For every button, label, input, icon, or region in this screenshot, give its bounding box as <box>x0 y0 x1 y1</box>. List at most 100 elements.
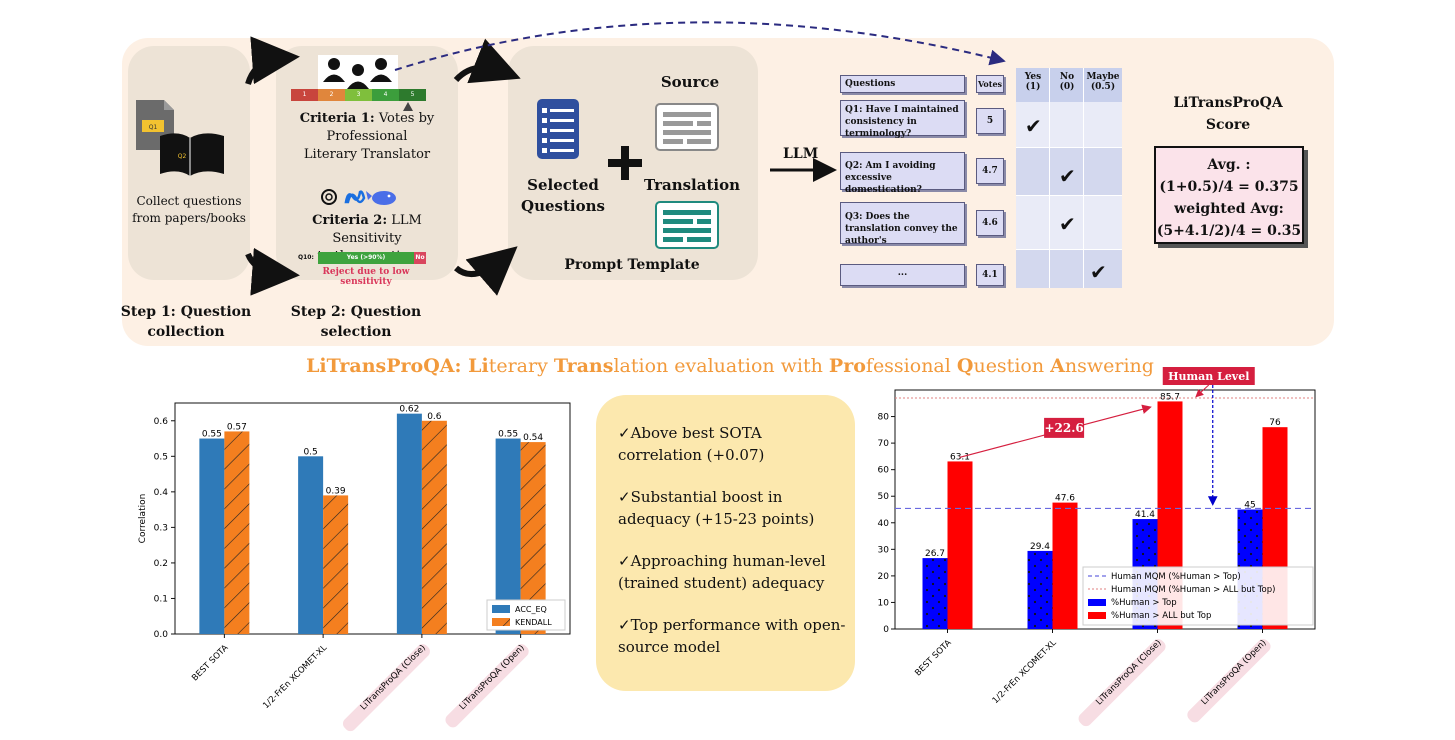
question-row-4: ... <box>840 264 965 286</box>
answer-row-2 <box>1016 148 1122 196</box>
gain-badge-text: +22.6 <box>1044 421 1083 435</box>
human-level-badge <box>1162 367 1255 385</box>
votes-row-4: 4.1 <box>976 264 1004 286</box>
scale-5: 5 <box>399 89 426 101</box>
check-row1-yes-icon: ✔ <box>1025 114 1042 138</box>
legend-swatch-kendall <box>492 618 510 626</box>
answer-row-4 <box>1016 250 1122 288</box>
bar-value-label: 41.4 <box>1135 510 1155 520</box>
answer-col-divider-2 <box>1083 68 1084 288</box>
bar-kendall <box>323 495 349 634</box>
legend-label-mqm-top: Human MQM (%Human > Top) <box>1111 572 1241 582</box>
answer-row-3 <box>1016 196 1122 250</box>
y-tick-label: 80 <box>878 413 890 423</box>
plus-icon <box>608 146 642 184</box>
check-row3-no-icon: ✔ <box>1059 212 1076 236</box>
flow-arrows <box>245 21 1006 296</box>
selected-questions-label: Selected Questions <box>521 176 605 215</box>
legend-box <box>1082 566 1314 626</box>
translation-doc-icon <box>655 201 719 253</box>
scale-2: 2 <box>318 89 345 101</box>
arrow-step1-to-step2-bottom <box>245 247 300 296</box>
check-row4-maybe-icon: ✔ <box>1090 260 1107 284</box>
arrow-step2-to-prompt-bottom <box>454 246 518 296</box>
q10-sensitivity: Q10: Yes (>90%) No <box>298 252 428 264</box>
bar-value-label: 45 <box>1244 501 1255 511</box>
votes-header: Votes <box>976 75 1004 93</box>
answer-col-yes-header: Yes(1) <box>1016 68 1050 102</box>
x-tick-label: BEST SOTA <box>190 643 230 683</box>
y-tick-label: 0.2 <box>154 559 168 569</box>
y-axis-label: Adequacy <box>870 487 871 532</box>
bar-value-label: 76 <box>1269 418 1281 428</box>
y-tick-label: 0 <box>883 625 889 635</box>
question-row-3: Q3: Does the translation convey the auth… <box>840 202 965 246</box>
source-label: Source <box>660 73 720 91</box>
x-tick-label: 1/2-FrEn XCOMET-XL <box>991 638 1059 706</box>
human-level-text: Human Level <box>1168 370 1249 383</box>
bar-kendall <box>421 420 447 634</box>
score-title: LiTransProQA Score <box>1173 95 1283 133</box>
question-list-icon <box>536 98 580 164</box>
findings-box <box>596 395 855 691</box>
vote-pointer-icon <box>403 97 413 116</box>
question-row-1: Q1: Have I maintained consistency in ter… <box>840 100 965 139</box>
scale-4: 4 <box>372 89 399 101</box>
votes-row-2: 4.7 <box>976 158 1004 184</box>
bar-human-all-but-top <box>947 461 973 629</box>
q10-no-bar: No <box>414 252 426 264</box>
gain-badge <box>1044 417 1085 438</box>
legend-label-mqm-all: Human MQM (%Human > ALL but Top) <box>1111 585 1275 595</box>
x-tick-highlight <box>445 644 529 728</box>
x-tick-highlight <box>342 644 430 732</box>
x-tick-label: BEST SOTA <box>913 638 953 678</box>
answer-col-maybe-header: Maybe(0.5) <box>1084 68 1122 102</box>
y-tick-label: 0.5 <box>154 452 168 462</box>
arrow-step2-to-prompt-top <box>453 38 521 84</box>
y-tick-label: 40 <box>878 519 890 529</box>
bar-value-label: 0.55 <box>498 430 518 440</box>
x-tick-label: LiTransProQA (Open) <box>458 643 527 712</box>
doc-q2-label: Q2 <box>178 153 187 160</box>
bar-value-label: 0.57 <box>227 422 247 432</box>
doc-q1-label: Q1 <box>149 124 158 131</box>
y-tick-label: 50 <box>878 492 890 502</box>
criteria1-text: Criteria 1: Votes by Professional Litera… <box>299 111 435 162</box>
answer-col-no-header: No(0) <box>1050 68 1084 102</box>
x-tick-label: LiTransProQA (Close) <box>1094 638 1163 707</box>
y-axis-label: Correlation <box>138 494 148 544</box>
y-tick-label: 20 <box>878 572 890 582</box>
q10-label: Q10: <box>298 254 314 261</box>
source-doc-icon <box>655 103 719 155</box>
step1-title: Step 1: Question collection <box>120 304 252 340</box>
bar-value-label: 0.62 <box>399 405 419 415</box>
prompt-template-label: Prompt Template <box>564 257 700 273</box>
x-tick-label: LiTransProQA (Open) <box>1200 638 1269 707</box>
bar-value-label: 47.6 <box>1055 494 1075 504</box>
translation-label: Translation <box>644 176 740 194</box>
votes-row-3: 4.6 <box>976 210 1004 236</box>
answer-row-1 <box>1016 102 1122 148</box>
bar-human-top <box>922 558 948 629</box>
bar-acc-eq <box>298 456 324 634</box>
x-tick-highlight <box>1187 639 1271 723</box>
y-tick-label: 0.1 <box>154 594 168 604</box>
bar-kendall <box>224 431 250 634</box>
x-tick-label: 1/2-FrEn XCOMET-XL <box>261 643 329 711</box>
bar-acc-eq <box>396 413 422 634</box>
step1-caption: Collect questions from papers/books <box>124 193 254 227</box>
step1-caption-line1: Collect questions <box>136 194 242 208</box>
legend-swatch-human-all <box>1088 612 1106 619</box>
y-tick-label: 10 <box>878 598 890 608</box>
check-row2-no-icon: ✔ <box>1059 164 1076 188</box>
bar-value-label: 0.55 <box>202 430 222 440</box>
score-box: Avg. : (1+0.5)/4 = 0.375 weighted Avg: (… <box>1154 146 1304 244</box>
correlation-chart: 0.00.10.20.30.40.50.6Correlation0.550.57… <box>138 402 571 732</box>
bar-value-label: 0.39 <box>326 486 346 496</box>
question-documents-icon: Q1 Q2 <box>134 98 230 178</box>
reject-text: Reject due to low sensitivity <box>322 267 410 287</box>
step1-caption-line2: from papers/books <box>132 211 246 225</box>
bar-value-label: 29.4 <box>1030 542 1050 552</box>
legend-label-human-top: %Human > Top <box>1111 598 1177 608</box>
finding-3: ✓Approaching human-level (trained studen… <box>618 552 826 592</box>
